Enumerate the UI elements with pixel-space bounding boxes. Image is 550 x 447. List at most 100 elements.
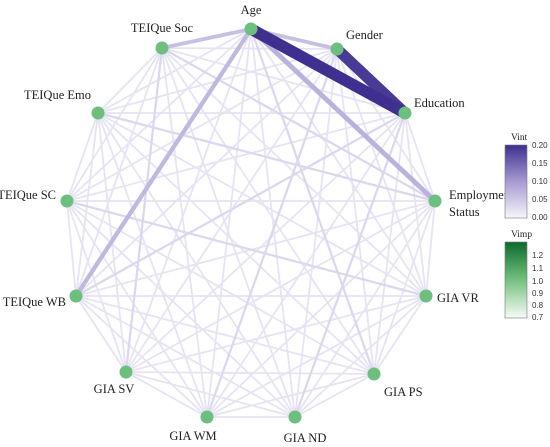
edge-gia_sv-teique_sc bbox=[66, 200, 127, 373]
node-label-age: Age bbox=[241, 3, 262, 17]
edge-gia_nd-teique_soc bbox=[161, 47, 296, 418]
edge-teique_wb-education bbox=[75, 112, 406, 297]
edge-education-gia_nd bbox=[293, 112, 407, 418]
edge-teique_sc-teique_soc bbox=[66, 47, 163, 202]
edge-gia_ps-teique_wb bbox=[75, 295, 375, 375]
edge-age-teique_emo bbox=[97, 28, 252, 114]
edge-teique_emo-teique_soc bbox=[97, 47, 163, 114]
edge-gender-teique_sc bbox=[66, 48, 338, 202]
edge-education-teique_sc bbox=[66, 112, 406, 202]
edge-gia_vr-gia_ps bbox=[373, 295, 427, 375]
node-gia_sv bbox=[119, 365, 133, 379]
edge-gia_ps-teique_soc bbox=[161, 47, 375, 375]
vimp-tick: 1.1 bbox=[532, 264, 544, 273]
vimp-tick: 0.9 bbox=[532, 289, 544, 298]
node-gia_wm bbox=[200, 410, 214, 424]
edge-teique_wb-teique_sc bbox=[66, 200, 77, 297]
edge-gia_nd-teique_emo bbox=[97, 112, 296, 418]
node-label-gia_wm: GIA WM bbox=[169, 429, 216, 443]
vimp-tick: 0.7 bbox=[532, 313, 544, 322]
edge-gender-employment bbox=[336, 48, 436, 202]
edge-age-teique_wb bbox=[74, 27, 253, 298]
edge-gia_wm-teique_wb bbox=[75, 295, 208, 418]
node-age bbox=[244, 22, 258, 36]
edge-teique_emo-employment bbox=[97, 111, 436, 203]
node-label-gia_nd: GIA ND bbox=[284, 431, 327, 445]
edge-gia_wm-teique_sc bbox=[66, 200, 208, 418]
edge-employment-gia_vr bbox=[425, 200, 436, 297]
edge-gia_nd-gia_sv bbox=[125, 371, 296, 418]
node-label-teique_emo: TEIQue Emo bbox=[24, 88, 91, 102]
vimp-tick: 1.2 bbox=[532, 251, 544, 260]
edge-age-gia_vr bbox=[250, 28, 427, 297]
edge-employment-gia_nd bbox=[294, 200, 436, 418]
edge-gia_sv-teique_wb bbox=[75, 295, 127, 373]
edge-age-gia_ps bbox=[249, 28, 376, 375]
edge-teique_wb-teique_emo bbox=[75, 112, 99, 297]
node-label-gia_vr: GIA VR bbox=[437, 291, 479, 305]
node-employment bbox=[428, 194, 442, 208]
node-label-gia_sv: GIA SV bbox=[94, 382, 135, 396]
vimp-tick: 1.0 bbox=[532, 277, 544, 286]
edge-teique_soc-gia_sv bbox=[124, 47, 164, 373]
node-education bbox=[398, 106, 412, 120]
edge-gender-gia_wm bbox=[205, 48, 339, 418]
vint-tick: 0.00 bbox=[532, 213, 548, 222]
edge-age-teique_sc bbox=[66, 28, 252, 202]
edge-education-gia_vr bbox=[404, 112, 427, 297]
edge-education-gia_sv bbox=[125, 112, 406, 373]
edge-employment-gia_ps bbox=[373, 200, 436, 375]
edge-teique_sc-teique_emo bbox=[66, 112, 99, 202]
vint-legend-title: Vint bbox=[511, 133, 528, 143]
vint-legend: Vint 0.20 0.15 0.10 0.05 0.00 bbox=[504, 133, 548, 222]
edge-education-teique_soc bbox=[161, 47, 406, 114]
node-label-teique_wb: TEIQue WB bbox=[3, 295, 66, 309]
vint-colorbar bbox=[504, 144, 528, 219]
vint-tick: 0.15 bbox=[532, 159, 548, 168]
node-gia_ps bbox=[367, 367, 381, 381]
highlighted-edges bbox=[66, 23, 437, 418]
edge-teique_wb-teique_soc bbox=[75, 47, 163, 297]
node-teique_sc bbox=[60, 194, 74, 208]
edge-gia_vr-gia_sv bbox=[125, 295, 427, 373]
edge-gia_nd-teique_sc bbox=[66, 200, 296, 418]
node-teique_soc bbox=[155, 41, 169, 55]
node-teique_wb bbox=[69, 289, 83, 303]
edge-age-education bbox=[248, 23, 408, 119]
edge-education-employment bbox=[404, 112, 436, 202]
node-label-gender: Gender bbox=[346, 28, 384, 42]
node-gia_nd bbox=[288, 410, 302, 424]
edge-gia_wm-gia_sv bbox=[125, 371, 208, 418]
vimp-legend: Vimp 1.2 1.1 1.0 0.9 0.8 0.7 bbox=[504, 230, 544, 322]
node-label-teique_soc: TEIQue Soc bbox=[131, 21, 194, 35]
edge-gia_ps-gia_nd bbox=[294, 373, 375, 418]
node-label-gia_ps: GIA PS bbox=[384, 385, 423, 399]
node-gender bbox=[330, 42, 344, 56]
node-gia_vr bbox=[419, 289, 433, 303]
vimp-tick: 0.8 bbox=[532, 301, 544, 310]
edge-gia_wm-teique_emo bbox=[97, 112, 208, 418]
nodes bbox=[60, 22, 442, 424]
edge-teique_soc-employment bbox=[161, 47, 436, 202]
node-label-education: Education bbox=[414, 96, 465, 110]
edge-gender-teique_soc bbox=[161, 47, 338, 50]
edge-gia_ps-gia_wm bbox=[206, 373, 375, 418]
node-teique_emo bbox=[91, 106, 105, 120]
edge-gia_vr-teique_emo bbox=[97, 112, 427, 297]
node-label-teique_sc: TEIQue SC bbox=[0, 188, 56, 202]
edge-gia_ps-gia_sv bbox=[125, 371, 375, 375]
vimp-colorbar bbox=[504, 241, 528, 319]
edge-age-employment bbox=[249, 27, 437, 203]
edge-gia_ps-teique_emo bbox=[97, 112, 375, 375]
vimp-legend-title: Vimp bbox=[511, 230, 532, 240]
edge-age-teique_soc bbox=[161, 27, 252, 50]
edge-gia_vr-gia_nd bbox=[294, 295, 427, 418]
vint-tick: 0.20 bbox=[532, 141, 548, 150]
vint-tick: 0.10 bbox=[532, 177, 548, 186]
vint-tick: 0.05 bbox=[532, 195, 548, 204]
edge-employment-gia_wm bbox=[206, 200, 436, 418]
edge-gender-gia_ps bbox=[336, 48, 375, 375]
